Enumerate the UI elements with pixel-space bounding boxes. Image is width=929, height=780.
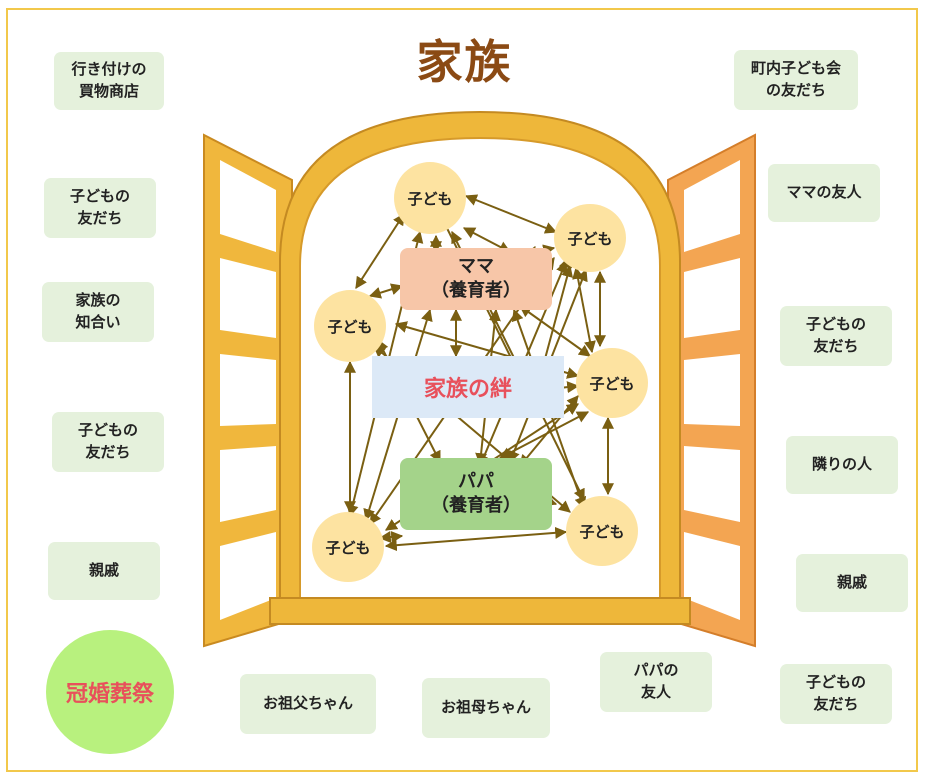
bottom-box-grandfather: お祖父ちゃん [240,674,376,734]
papa-node: パパ （養育者） [400,458,552,530]
right-box-relatives: 親戚 [796,554,908,612]
right-shutter [667,133,756,648]
bottom-box-grandmother: お祖母ちゃん [422,678,550,738]
child-node-right: 子ども [576,348,648,418]
right-box-child-friend-2: 子どもの 友だち [780,664,892,724]
mama-node: ママ （養育者） [400,248,552,310]
kankonsousai-circle: 冠婚葬祭 [46,630,174,754]
child-node-top: 子ども [394,162,466,234]
child-node-bottom-right: 子ども [566,496,638,566]
right-box-mama-friend: ママの友人 [768,164,880,222]
left-box-relatives: 親戚 [48,542,160,600]
right-box-neighbor: 隣りの人 [786,436,898,494]
bottom-box-papa-friend: パパの 友人 [600,652,712,712]
family-bond-label: 家族の絆 [372,356,564,418]
left-box-child-friend-2: 子どもの 友だち [52,412,164,472]
left-shutter [203,133,293,648]
right-box-neighborhood-kids: 町内子ども会 の友だち [734,50,858,110]
left-box-family-acquaintance: 家族の 知合い [42,282,154,342]
right-box-child-friend-1: 子どもの 友だち [780,306,892,366]
left-box-child-friend-1: 子どもの 友だち [44,178,156,238]
child-node-upper-right: 子ども [554,204,626,272]
left-box-shop: 行き付けの 買物商店 [54,52,164,110]
child-node-bottom-left: 子ども [312,512,384,582]
page-title: 家族 [416,35,513,89]
child-node-left: 子ども [314,290,386,362]
